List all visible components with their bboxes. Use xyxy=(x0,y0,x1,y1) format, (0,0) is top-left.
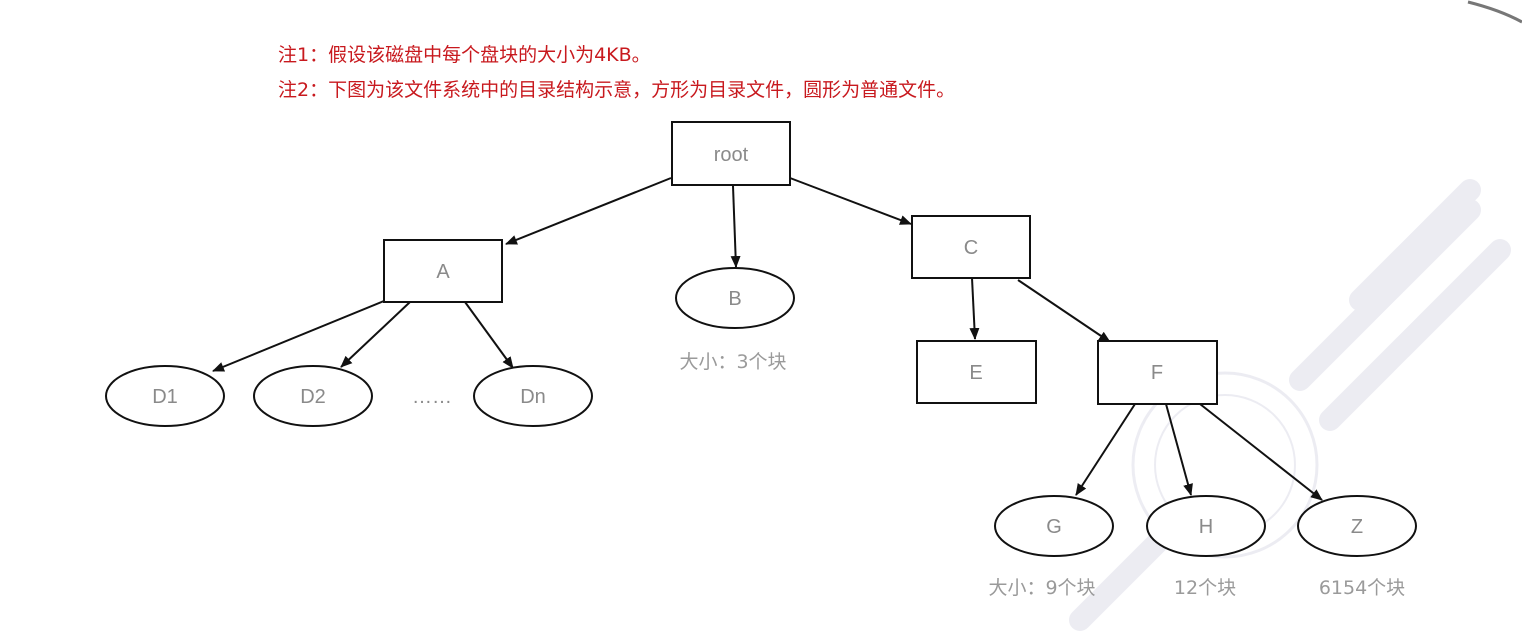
node-D2-label: D2 xyxy=(300,386,326,408)
node-B-label: B xyxy=(728,288,741,310)
edge-root-C xyxy=(789,177,912,225)
note-1: 注1：假设该磁盘中每个盘块的大小为4KB。 xyxy=(278,44,651,66)
node-A-label: A xyxy=(436,261,450,283)
node-D1-label: D1 xyxy=(152,386,178,408)
edge-F-G xyxy=(1075,403,1136,496)
edge-root-A xyxy=(505,177,672,245)
tree-edges xyxy=(212,177,1323,501)
edge-C-E xyxy=(969,277,980,340)
node-D1: D1 xyxy=(105,365,225,427)
edge-A-Dn xyxy=(464,301,514,369)
caption-Z-size: 6154个块 xyxy=(1319,577,1405,599)
node-F: F xyxy=(1097,340,1218,405)
node-G-label: G xyxy=(1046,516,1062,538)
watermark xyxy=(1069,179,1511,631)
edge-root-B xyxy=(730,185,741,268)
node-C-label: C xyxy=(964,237,978,259)
node-Dn-label: Dn xyxy=(520,386,546,408)
node-root-label: root xyxy=(714,144,749,166)
node-A: A xyxy=(383,239,503,303)
caption-H-size: 12个块 xyxy=(1174,577,1236,599)
node-Dn: Dn xyxy=(473,365,593,427)
node-H-label: H xyxy=(1199,516,1213,538)
edge-A-D1 xyxy=(212,300,385,372)
note-2: 注2：下图为该文件系统中的目录结构示意，方形为目录文件，圆形为普通文件。 xyxy=(278,79,956,101)
edge-F-Z xyxy=(1199,403,1323,501)
node-Z: Z xyxy=(1297,495,1417,557)
sibling-ellipsis: …… xyxy=(412,386,452,408)
notes: 注1：假设该磁盘中每个盘块的大小为4KB。 注2：下图为该文件系统中的目录结构示… xyxy=(278,38,955,108)
edge-F-H xyxy=(1165,403,1193,496)
node-B: B xyxy=(675,267,795,329)
node-D2: D2 xyxy=(253,365,373,427)
edge-A-D2 xyxy=(340,301,411,368)
node-G: G xyxy=(994,495,1114,557)
node-E: E xyxy=(916,340,1037,404)
corner-curve xyxy=(1467,0,1522,24)
node-H: H xyxy=(1146,495,1266,557)
caption-G-size: 大小：9个块 xyxy=(988,577,1095,599)
edge-C-F xyxy=(1017,279,1111,343)
node-root: root xyxy=(671,121,791,186)
node-F-label: F xyxy=(1151,362,1163,384)
node-C: C xyxy=(911,215,1031,279)
node-Z-label: Z xyxy=(1351,516,1363,538)
node-E-label: E xyxy=(969,362,982,384)
caption-B-size: 大小：3个块 xyxy=(679,351,786,373)
